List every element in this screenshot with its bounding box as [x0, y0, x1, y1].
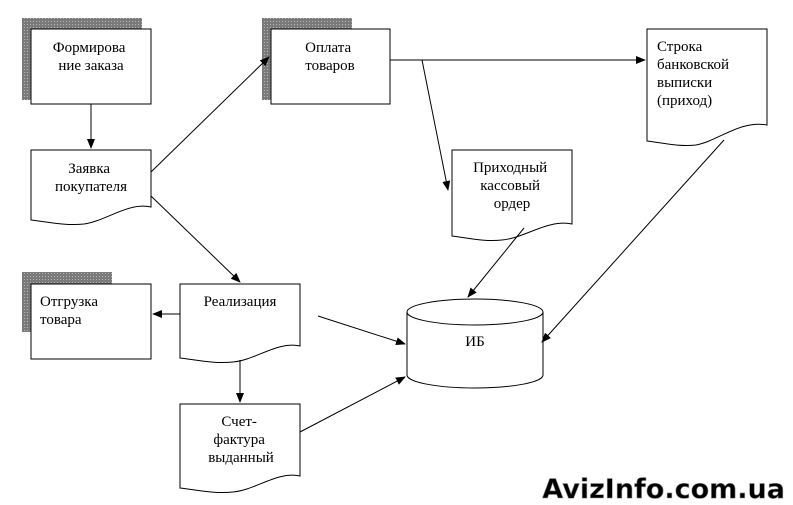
info-base-label: ИБ: [465, 334, 484, 350]
watermark: AvizInfo.com.ua: [542, 474, 785, 505]
order-formation-line-1: Формирова: [53, 40, 126, 56]
arrow-invoice-to-info-base: [299, 376, 406, 433]
svg-text:Строка банковской: Строка банковской выписки (приход): [657, 39, 733, 109]
bank-statement-line-node: Строка банковской выписки (приход): [646, 28, 768, 146]
arrow-cash-order-to-info-base: [467, 227, 525, 298]
svg-text:Реализация: Реализация: [204, 294, 277, 310]
cash-receipt-order-line-3: ордер: [494, 196, 531, 212]
order-formation-line-2: ние заказа: [58, 58, 124, 74]
goods-shipment-line-1: Отгрузка: [40, 294, 98, 310]
sale-node: Реализация: [179, 283, 301, 363]
goods-payment-line-1: Оплата: [305, 40, 351, 56]
goods-shipment-line-2: товара: [40, 312, 82, 328]
svg-text:Оплата товаров: Оплата товаров: [305, 40, 355, 74]
buyer-request-line-2: покупателя: [55, 179, 127, 195]
svg-text:Заявка покупателя: Заявка покупателя: [55, 161, 127, 195]
svg-text:Приходный кассовый: Приходный кассовый ордер: [473, 160, 551, 212]
bank-statement-line-2: банковской: [657, 57, 729, 73]
info-base-node: ИБ: [406, 298, 544, 389]
issued-invoice-node: Счет- фактура выданный: [179, 403, 301, 493]
svg-text:Счет- фактура выда: Счет- фактура выданный: [208, 414, 274, 466]
cash-receipt-order-line-2: кассовый: [480, 178, 540, 194]
goods-payment-node: Оплата товаров: [270, 28, 391, 105]
buyer-request-node: Заявка покупателя: [30, 149, 152, 225]
svg-text:Формирова ние заказа: Формирова ние заказа: [53, 40, 129, 74]
order-formation-node: Формирова ние заказа: [30, 28, 152, 105]
bank-statement-line-1: Строка: [657, 39, 703, 55]
bank-statement-line-4: (приход): [657, 93, 712, 109]
arrow-payment-to-cash-order: [421, 59, 451, 191]
issued-invoice-line-3: выданный: [208, 450, 274, 466]
cash-receipt-order-line-1: Приходный: [473, 160, 547, 176]
issued-invoice-line-1: Счет-: [221, 414, 257, 430]
sale-line-1: Реализация: [204, 294, 277, 310]
issued-invoice-line-2: фактура: [213, 432, 265, 448]
arrow-request-to-sale: [150, 195, 241, 283]
arrow-sale-to-info-base: [317, 315, 406, 346]
arrow-request-to-payment: [150, 56, 270, 173]
cash-receipt-order-node: Приходный кассовый ордер: [451, 149, 573, 241]
arrow-bank-statement-to-info-base: [541, 139, 725, 343]
svg-text:Отгрузка товара: Отгрузка товара: [40, 294, 102, 328]
goods-payment-line-2: товаров: [305, 58, 354, 74]
goods-shipment-node: Отгрузка товара: [30, 283, 152, 360]
buyer-request-line-1: Заявка: [68, 161, 110, 177]
bank-statement-line-3: выписки: [657, 75, 712, 91]
